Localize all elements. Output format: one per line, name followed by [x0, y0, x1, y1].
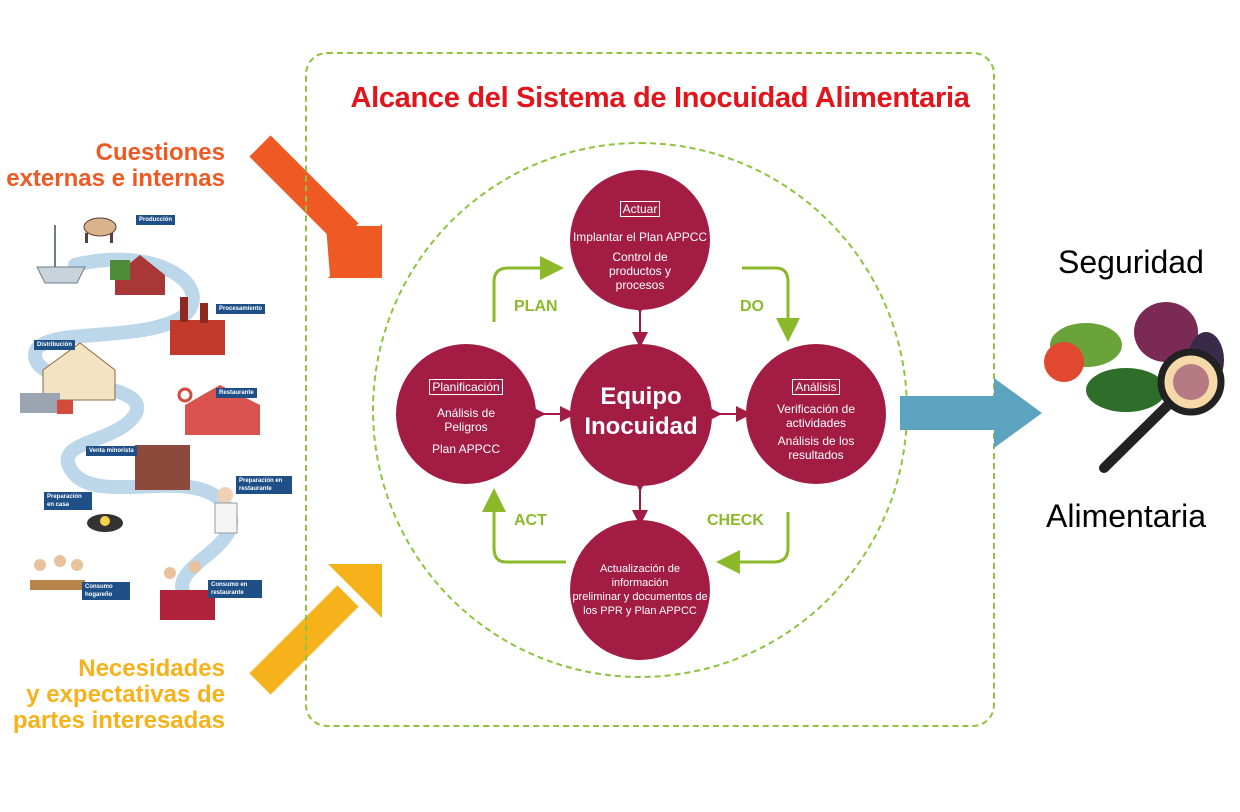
label-consumo-restaurante: Consumo en restaurante	[208, 580, 262, 598]
input-stakeholder-needs: Necesidades y expectativas de partes int…	[0, 656, 225, 734]
node-actuar-line2: Control de	[612, 250, 668, 264]
node-equipo-inocuidad: Equipo Inocuidad	[570, 344, 712, 486]
yellow-input-arrow	[249, 564, 382, 695]
phase-act: ACT	[514, 512, 547, 529]
label-venta-minorista: Venta minorista	[86, 446, 137, 456]
input-top-line2: externas e internas	[6, 165, 225, 192]
node-actuar-line3: productos y	[608, 264, 672, 278]
label-produccion: Producción	[136, 215, 176, 225]
home-dining-icon	[30, 580, 85, 590]
label-procesamiento: Procesamiento	[216, 304, 266, 314]
plan-arrow	[492, 256, 564, 322]
phase-do: DO	[740, 298, 764, 315]
node-actualizacion-line3: los PPR y Plan APPCC	[583, 605, 697, 617]
act-arrow	[482, 488, 566, 564]
input-bottom-line3: partes interesadas	[12, 707, 225, 734]
zucchini-icon	[1086, 368, 1166, 412]
node-core-line2: Inocuidad	[584, 413, 698, 440]
do-arrow	[742, 266, 800, 342]
node-analisis-line3: Análisis de los	[777, 434, 855, 448]
label-distribucion: Distribución	[34, 340, 76, 350]
node-actualizacion: Actualización de información preliminar …	[570, 520, 710, 660]
input-bottom-line1: Necesidades	[78, 655, 225, 682]
result-line2: Alimentaria	[1046, 498, 1207, 534]
retail-store-icon	[135, 445, 190, 490]
orange-input-arrow	[249, 135, 382, 278]
node-actuar: Actuar Implantar el Plan APPCC Control d…	[570, 170, 710, 310]
label-consumo-hogareno: Consumo hogareño	[82, 582, 130, 600]
label-preparacion-casa: Preparación en casa	[44, 492, 92, 510]
node-actualizacion-line2: preliminar y documentos de	[572, 591, 708, 603]
restaurant-dining-icon	[160, 590, 215, 620]
truck-icon	[20, 393, 60, 413]
scope-title: Alcance del Sistema de Inocuidad Aliment…	[350, 82, 970, 114]
node-analisis: Análisis Verificación de actividades Aná…	[746, 344, 886, 484]
node-analisis-heading: Análisis	[792, 379, 840, 395]
input-bottom-line2: y expectativas de	[26, 681, 225, 708]
node-planificacion-line2: Peligros	[444, 420, 488, 434]
node-planificacion-heading: Planificación	[429, 379, 503, 395]
boat-icon	[36, 266, 86, 284]
tomato-icon	[1044, 342, 1084, 382]
chef-icon	[217, 487, 233, 503]
phase-check: CHECK	[707, 512, 764, 529]
phase-plan: PLAN	[514, 298, 558, 315]
magnifier-handle-icon	[1099, 400, 1173, 473]
node-core-line1: Equipo	[600, 383, 682, 410]
vegetables-magnifier-illustration	[1044, 302, 1225, 473]
factory-icon	[170, 320, 225, 355]
label-restaurante: Restaurante	[216, 388, 257, 398]
node-planificacion-line3: Plan APPCC	[431, 442, 501, 456]
node-planificacion-line1: Análisis de	[436, 406, 496, 420]
output-arrow	[900, 378, 1042, 448]
node-analisis-line1: Verificación de	[776, 402, 856, 416]
node-analisis-line4: resultados	[788, 448, 844, 462]
input-external-internal-issues: Cuestiones externas e internas	[0, 140, 225, 192]
cow-icon	[83, 217, 117, 237]
node-actuar-line1: Implantar el Plan APPCC	[572, 230, 708, 244]
cabbage-icon	[1134, 302, 1198, 362]
node-actualizacion-line1: Actualización de información	[599, 563, 681, 589]
label-preparacion-restaurante: Preparación en restaurante	[236, 476, 292, 494]
node-actuar-heading: Actuar	[619, 201, 661, 217]
node-analisis-line2: actividades	[785, 416, 847, 430]
check-arrow	[716, 512, 790, 574]
node-actuar-line4: procesos	[615, 278, 665, 292]
node-planificacion: Planificación Análisis de Peligros Plan …	[396, 344, 536, 484]
input-arrows	[249, 135, 382, 695]
food-chain-illustration	[20, 217, 260, 620]
input-top-line1: Cuestiones	[95, 139, 225, 166]
result-line1: Seguridad	[1058, 244, 1204, 280]
